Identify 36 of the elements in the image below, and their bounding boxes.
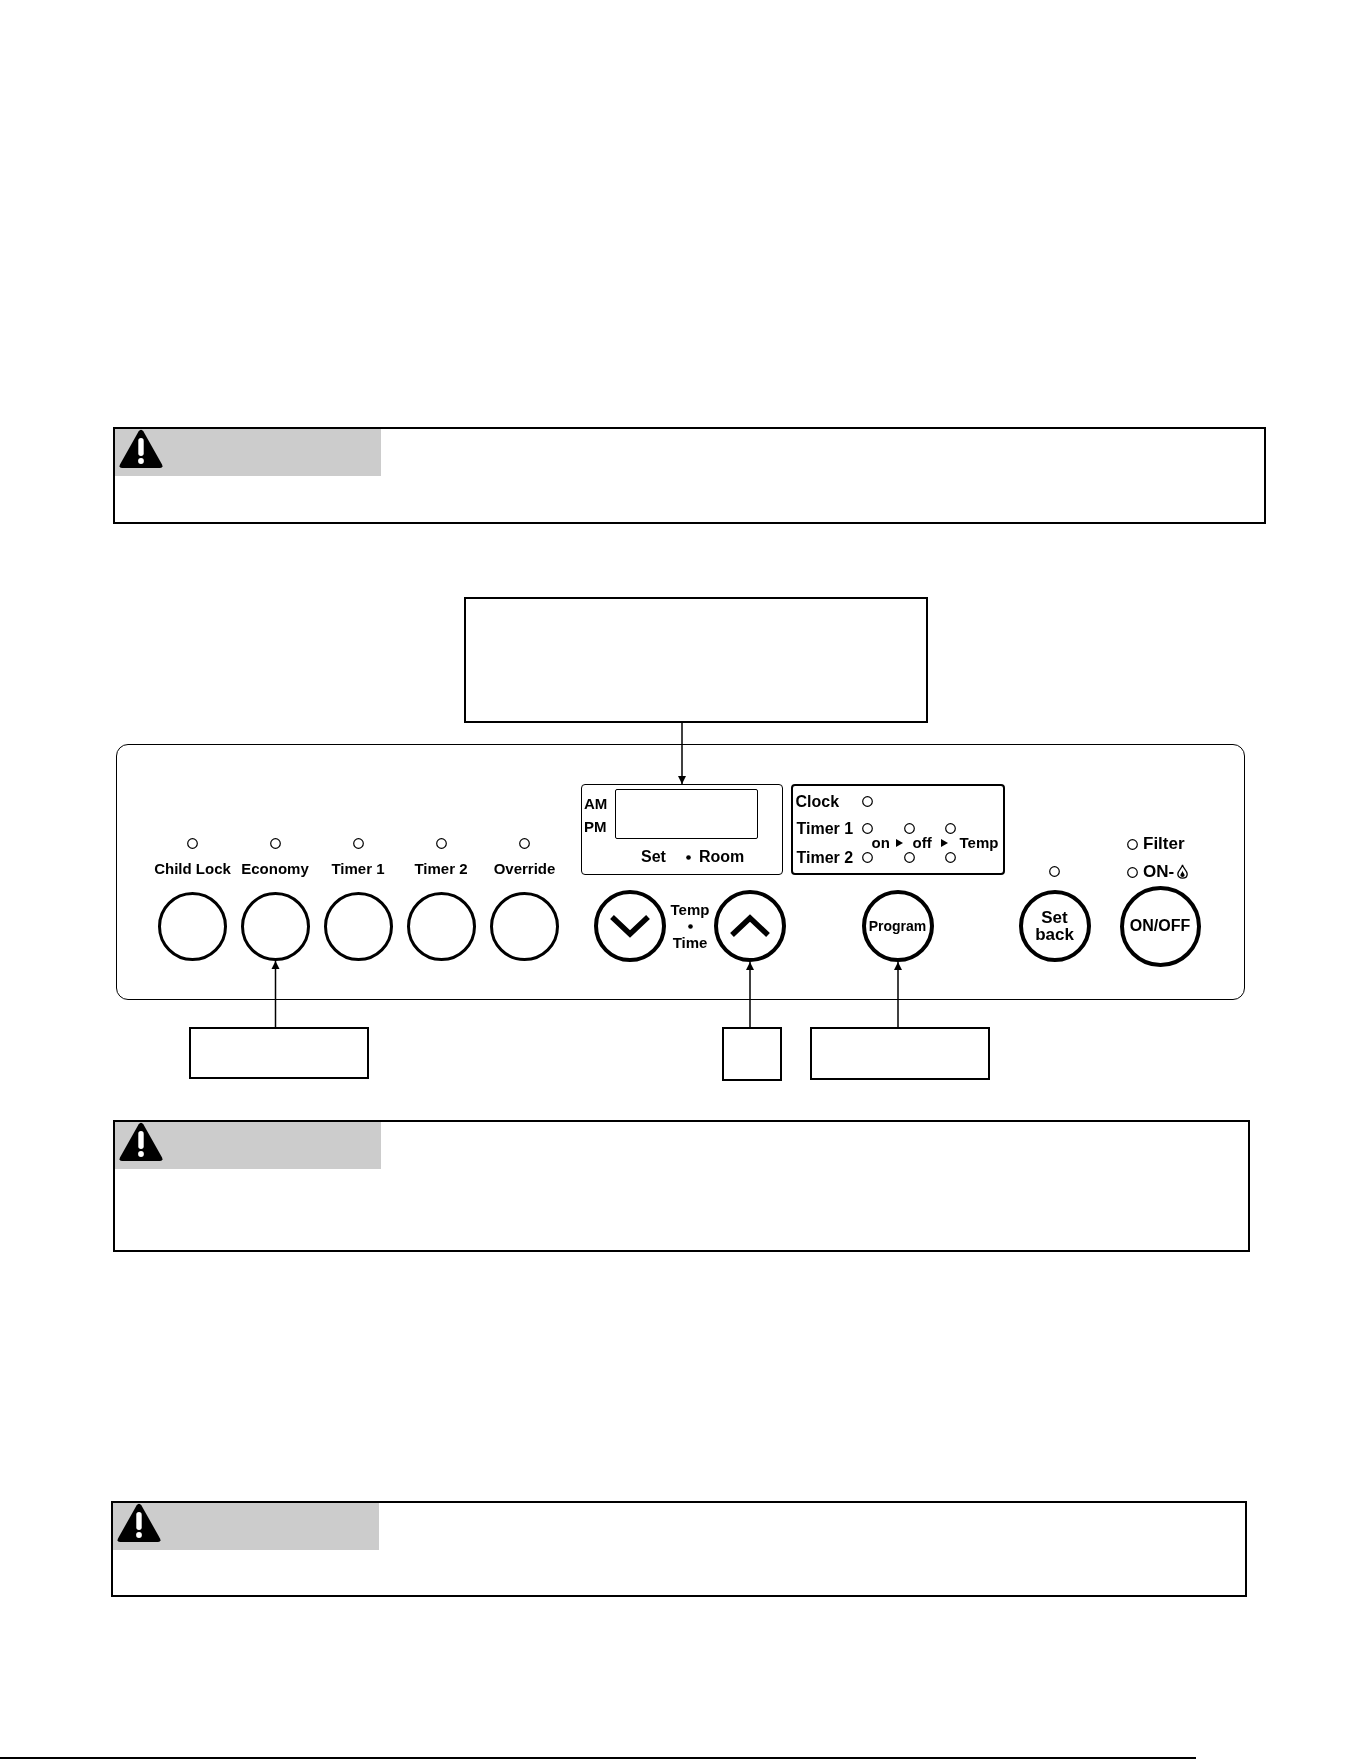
panel-label: Time (672, 934, 708, 952)
callout-box (189, 1027, 369, 1079)
mode-label: Timer 2 (796, 848, 854, 867)
mode-label: Temp (959, 833, 999, 852)
round-button: Set back (1018, 889, 1091, 962)
indicator-label: Set (641, 848, 666, 866)
button-label: Override (493, 859, 556, 878)
round-button: Program (861, 889, 934, 962)
display-panel (580, 783, 783, 875)
callout-box (810, 1027, 990, 1080)
indicator-label: PM (584, 818, 607, 836)
mode-label: Timer 1 (796, 819, 854, 838)
round-button (593, 889, 666, 962)
callout-box (464, 597, 928, 723)
panel-label: ON- (1143, 863, 1175, 881)
arrow (746, 961, 754, 1028)
mode-label: on (871, 833, 890, 852)
lcd-screen (615, 789, 758, 839)
arrow (678, 722, 686, 785)
callout-box (722, 1027, 782, 1081)
round-button: ON/OFF (1119, 885, 1201, 967)
panel-label: Filter (1143, 835, 1185, 853)
mode-panel (790, 783, 1005, 875)
button-label: Child Lock (154, 859, 231, 878)
mode-label: Clock (795, 792, 840, 811)
indicator-label: Room (699, 848, 745, 866)
round-button (713, 889, 786, 962)
button-label: Economy (241, 859, 309, 878)
indicator-label: AM (584, 795, 608, 813)
panel-label: Temp (670, 901, 710, 919)
control-panel (116, 744, 1245, 1000)
arrow (894, 961, 902, 1028)
arrow (271, 960, 280, 1028)
button-label: Timer 2 (414, 859, 468, 878)
button-label: Timer 1 (331, 859, 385, 878)
mode-label: off (912, 833, 932, 852)
